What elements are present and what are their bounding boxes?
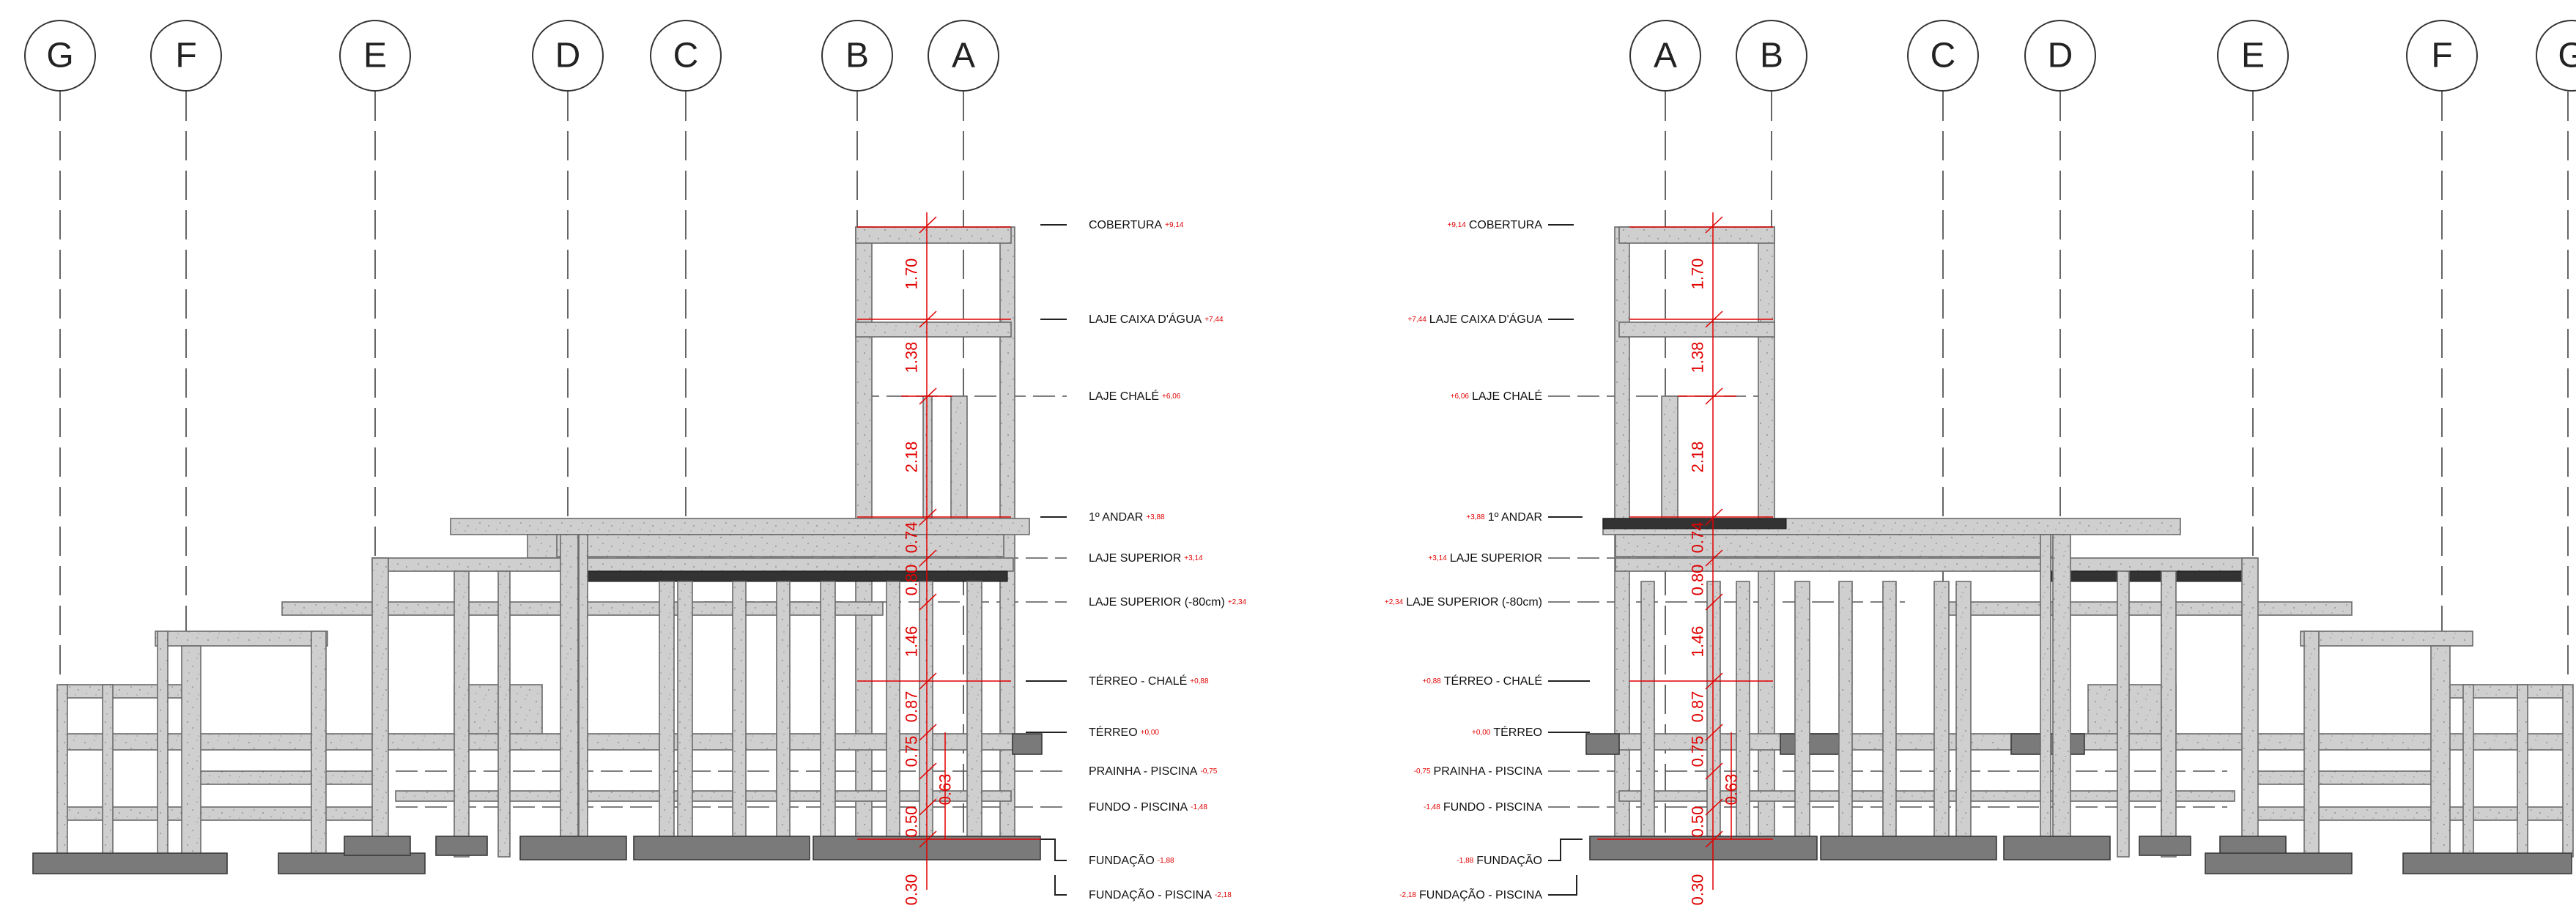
dim-label: 0.75 — [1689, 736, 1707, 767]
level-name: FUNDAÇÃO-1,88 — [1089, 852, 1174, 867]
grid-bubble: C — [1907, 20, 1979, 92]
level-name: LAJE CHALÉ+6,06 — [1089, 389, 1181, 403]
svg-text:G: G — [46, 37, 73, 75]
dim-label: 0.74 — [1689, 522, 1707, 554]
level-name: LAJE CAIXA D'ÁGUA+7,44 — [1089, 312, 1224, 326]
dim-label: 0.75 — [903, 736, 921, 767]
dimension-labels-left: 1.70 1.38 2.18 0.74 0.80 1.46 0.87 0.75 … — [903, 259, 955, 906]
dim-label: 0.63 — [1722, 774, 1741, 806]
grid-bubble: B — [1736, 20, 1807, 92]
svg-text:F: F — [175, 37, 196, 75]
level-name: 1º ANDAR+3,88 — [1089, 511, 1165, 524]
svg-text:C: C — [673, 37, 699, 75]
dim-label: 1.38 — [903, 342, 921, 373]
dimension-chain-right — [1597, 212, 1773, 890]
dim-label: 0.50 — [903, 806, 921, 838]
svg-text:E: E — [363, 37, 387, 75]
dim-label: 0.50 — [1689, 806, 1707, 838]
structure-right — [1585, 226, 2574, 874]
grid-bubble: G — [24, 20, 96, 92]
dim-label: 0.80 — [903, 565, 921, 596]
dim-label: 1.70 — [1689, 259, 1707, 290]
dim-label: 1.38 — [1689, 342, 1707, 373]
grid-bubble: D — [2024, 20, 2096, 92]
dim-label: 0.74 — [903, 522, 921, 554]
svg-text:G: G — [2558, 37, 2576, 75]
level-name: LAJE SUPERIOR+3,14 — [1089, 552, 1203, 565]
level-name: FUNDAÇÃO - PISCINA-2,18 — [1089, 887, 1232, 901]
grid-bubble: F — [2406, 20, 2478, 92]
dim-label: 0.87 — [1689, 691, 1707, 723]
level-name: COBERTURA+9,14 — [1089, 219, 1184, 231]
svg-text:D: D — [555, 37, 581, 75]
dim-label: 0.80 — [1689, 565, 1707, 596]
grid-bubble: E — [2217, 20, 2289, 92]
dim-label: 1.70 — [903, 259, 921, 290]
dim-label: 1.46 — [1689, 626, 1707, 658]
svg-text:F: F — [2431, 37, 2452, 75]
structure-left — [32, 226, 1043, 874]
dim-label: 0.30 — [903, 874, 921, 906]
svg-text:A: A — [1654, 37, 1677, 75]
dim-label: 2.18 — [903, 442, 921, 473]
level-name: LAJE SUPERIOR (-80cm)+2,34 — [1089, 596, 1247, 609]
dimension-chain-left — [857, 212, 1040, 890]
svg-text:E: E — [2241, 37, 2265, 75]
dim-label: 0.30 — [1689, 874, 1707, 906]
svg-text:C: C — [1931, 37, 1956, 75]
grid-bubble: A — [1629, 20, 1701, 92]
svg-text:B: B — [845, 37, 869, 75]
svg-text:D: D — [2048, 37, 2073, 75]
dim-label: 1.46 — [903, 626, 921, 658]
grid-bubble: F — [150, 20, 222, 92]
level-labels-left: COBERTURA+9,14 LAJE CAIXA D'ÁGUA+7,44 LA… — [1089, 219, 1247, 901]
grid-bubble: G — [2536, 20, 2576, 92]
dim-label: 0.63 — [936, 774, 955, 806]
grid-bubble: A — [928, 20, 999, 92]
svg-text:A: A — [952, 37, 975, 75]
svg-text:B: B — [1760, 37, 1783, 75]
level-name: TÉRREO+0,00 — [1089, 725, 1159, 739]
grid-bubbles-left: G F E D C B A — [24, 20, 999, 92]
grid-bubbles-right: A B C D E F G — [1629, 20, 2576, 92]
dim-label: 2.18 — [1689, 442, 1707, 473]
grid-bubble: B — [821, 20, 893, 92]
grid-bubble: D — [532, 20, 604, 92]
level-name: FUNDO - PISCINA-1,48 — [1089, 801, 1207, 814]
grid-bubble: C — [650, 20, 722, 92]
grid-bubble: E — [339, 20, 411, 92]
dim-label: 0.87 — [903, 691, 921, 723]
level-name: TÉRREO - CHALÉ+0,88 — [1089, 674, 1209, 688]
level-name: PRAINHA - PISCINA-0,75 — [1089, 765, 1218, 778]
dimension-labels-right: 1.70 1.38 2.18 0.74 0.80 1.46 0.87 0.75 … — [1689, 259, 1741, 906]
